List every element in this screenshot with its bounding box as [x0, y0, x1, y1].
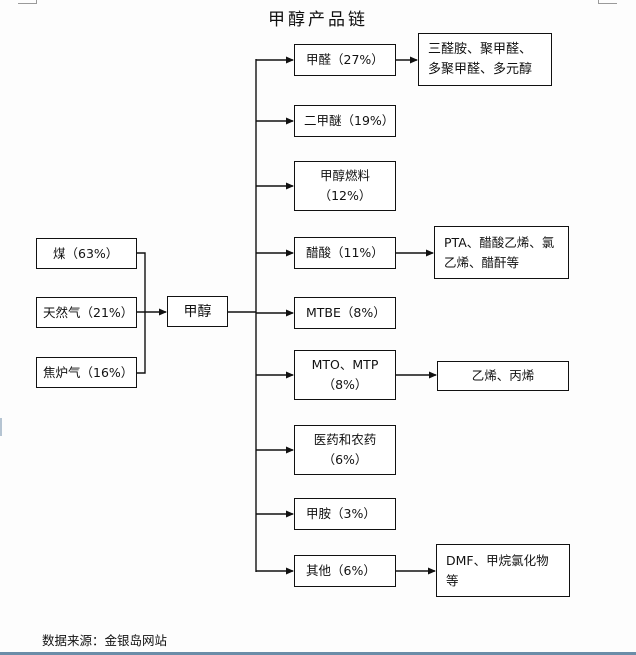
- derivative-label-line2: 等: [446, 572, 459, 588]
- product-label: 醋酸（11%）: [306, 245, 384, 260]
- product-label-line2: （6%）: [322, 452, 368, 467]
- page-corner-mark: [18, 0, 37, 4]
- product-box-dme: 二甲醚（19%）: [294, 105, 396, 137]
- product-label: MTO、MTP: [311, 357, 379, 372]
- product-label: 二甲醚（19%）: [304, 113, 395, 128]
- source-bracket: [137, 252, 146, 374]
- derivative-box-other: DMF、甲烷氯化物等: [436, 544, 570, 597]
- bottom-border: [0, 652, 636, 655]
- derivative-label-line2: 多聚甲醛、多元醇: [428, 61, 533, 77]
- derivative-box-formaldehyde: 三醛胺、聚甲醛、多聚甲醛、多元醇: [418, 33, 552, 86]
- product-label: 其他（6%）: [306, 563, 376, 578]
- data-source-note: 数据来源：金银岛网站: [42, 633, 168, 648]
- source-box-coal: 煤（63%）: [36, 238, 137, 269]
- product-box-pharma-agro: 医药和农药 （6%）: [294, 425, 396, 475]
- product-label: 甲胺（3%）: [306, 506, 376, 521]
- derivative-box-olefins: 乙烯、丙烯: [437, 361, 569, 391]
- product-box-mto-mtp: MTO、MTP （8%）: [294, 350, 396, 400]
- product-label: 甲醇燃料: [319, 168, 370, 183]
- source-label: 天然气（21%）: [43, 304, 134, 320]
- product-box-fuel: 甲醇燃料 （12%）: [294, 161, 396, 211]
- ruler-mark: [0, 418, 2, 436]
- diagram-title: 甲醇产品链: [268, 10, 368, 30]
- product-box-methylamine: 甲胺（3%）: [294, 498, 396, 530]
- derivative-label: PTA、醋酸乙烯、氯: [444, 234, 555, 250]
- source-label: 煤（63%）: [53, 245, 119, 261]
- source-box-coke-oven-gas: 焦炉气（16%）: [36, 357, 137, 388]
- derivative-label: DMF、甲烷氯化物: [446, 552, 549, 568]
- derivative-label-line2: 乙烯、醋酐等: [444, 254, 520, 270]
- product-label: 甲醛（27%）: [306, 52, 384, 67]
- derivative-label: 三醛胺、聚甲醛、: [428, 41, 533, 57]
- source-box-natural-gas: 天然气（21%）: [36, 297, 137, 328]
- hub-box-methanol: 甲醇: [167, 296, 228, 327]
- hub-label: 甲醇: [183, 303, 212, 320]
- product-label-line2: （8%）: [322, 377, 368, 392]
- product-label: MTBE（8%）: [306, 305, 386, 320]
- source-label: 焦炉气（16%）: [43, 364, 134, 380]
- product-box-other: 其他（6%）: [294, 555, 396, 587]
- product-box-acetic-acid: 醋酸（11%）: [294, 237, 396, 269]
- product-label: 医药和农药: [313, 432, 377, 447]
- product-box-mtbe: MTBE（8%）: [294, 297, 396, 329]
- product-label-line2: （12%）: [318, 188, 372, 203]
- derivative-box-acetic-acid: PTA、醋酸乙烯、氯乙烯、醋酐等: [434, 226, 569, 279]
- page-corner-mark: [598, 0, 617, 4]
- product-box-formaldehyde: 甲醛（27%）: [294, 44, 396, 76]
- derivative-label: 乙烯、丙烯: [471, 368, 535, 383]
